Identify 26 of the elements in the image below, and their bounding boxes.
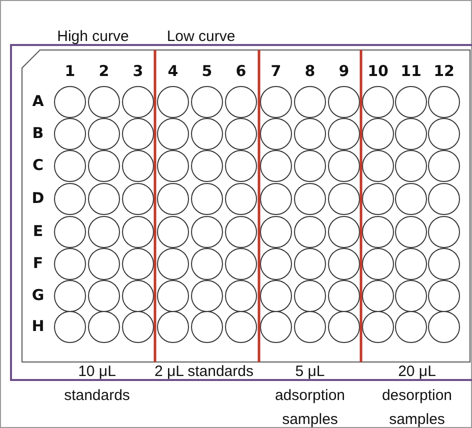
column-number: 3 bbox=[132, 62, 144, 80]
column-number: 7 bbox=[270, 62, 282, 80]
row-letter: E bbox=[32, 222, 44, 240]
row-letter: B bbox=[31, 124, 45, 142]
row-letter: A bbox=[31, 92, 45, 110]
section-caption: 10 μL standards bbox=[63, 362, 131, 406]
row-letter: H bbox=[30, 317, 46, 335]
row-letter: G bbox=[30, 286, 46, 304]
column-number: 9 bbox=[338, 62, 350, 80]
section-caption: 5 μL adsorption samples bbox=[274, 362, 346, 428]
column-number: 4 bbox=[166, 62, 180, 80]
row-letter: D bbox=[30, 189, 46, 207]
curve-label: Low curve bbox=[166, 27, 236, 47]
column-number: 5 bbox=[200, 62, 214, 80]
column-number: 6 bbox=[234, 62, 248, 80]
column-number: 12 bbox=[432, 62, 456, 80]
column-number: 1 bbox=[64, 62, 76, 80]
section-caption: 2 μL standards bbox=[154, 362, 254, 382]
column-number: 8 bbox=[304, 62, 316, 80]
curve-label: High curve bbox=[56, 27, 130, 47]
column-number: 10 bbox=[366, 62, 390, 80]
column-number: 11 bbox=[400, 62, 422, 80]
row-letter: C bbox=[31, 156, 44, 174]
column-number: 2 bbox=[98, 62, 110, 80]
section-caption: 20 μL desorption samples bbox=[380, 362, 454, 428]
row-letter: F bbox=[32, 254, 44, 272]
